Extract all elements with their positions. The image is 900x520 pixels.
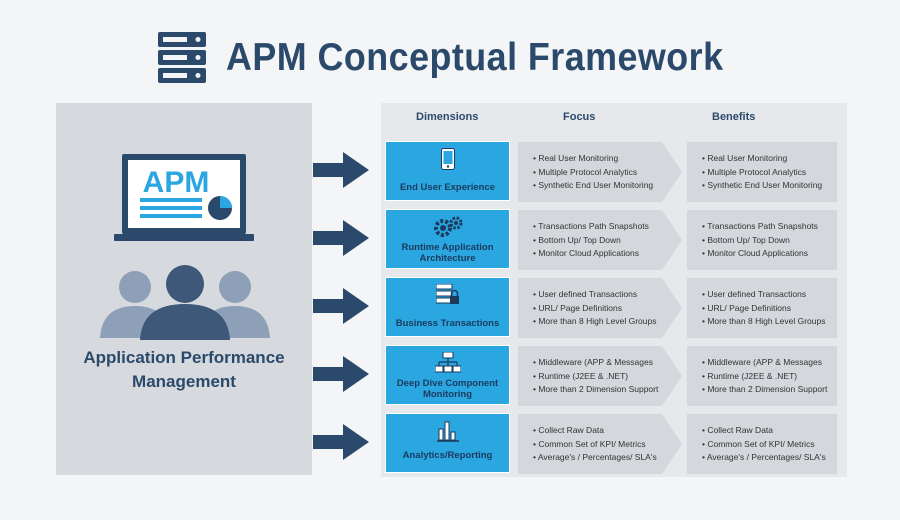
- benefits-box: [687, 142, 837, 202]
- benefits-list: • Collect Raw Data • Common Set of KPI/ …: [702, 425, 826, 462]
- focus-item: Average's / Percentages/ SLA's: [537, 452, 657, 462]
- benefit-item: User defined Transactions: [707, 289, 807, 299]
- benefits-box: [687, 278, 837, 338]
- arrow-icon: [313, 220, 369, 256]
- focus-item: Transactions Path Snapshots: [538, 221, 649, 231]
- focus-chevron: [518, 210, 682, 270]
- dimension-deep-dive-component-monitoring: Deep Dive Component Monitoring: [385, 345, 510, 405]
- focus-chevron: [518, 414, 682, 474]
- title-row: APM Conceptual Framework: [158, 30, 767, 86]
- focus-item: Multiple Protocol Analytics: [538, 166, 638, 177]
- apm-full-name: Application Performance Management: [56, 346, 312, 394]
- focus-item: User defined Transactions: [538, 289, 638, 299]
- dimension-label: Business Transactions: [395, 318, 500, 329]
- header-benefits: Benefits: [712, 111, 756, 123]
- focus-item: Common Set of KPI/ Metrics: [538, 438, 646, 449]
- benefit-item: Common Set of KPI/ Metrics: [707, 438, 815, 449]
- dimension-label-line2: Monitoring: [422, 389, 473, 400]
- benefit-item: Synthetic End User Monitoring: [707, 180, 823, 190]
- laptop-screen-text: APM: [143, 166, 210, 199]
- benefit-item: More than 2 Dimension Support: [707, 384, 828, 394]
- page-title: APM Conceptual Framework: [226, 36, 724, 79]
- focus-item: More than 2 Dimension Support: [538, 384, 659, 394]
- benefit-item: Monitor Cloud Applications: [707, 248, 808, 258]
- benefit-item: Multiple Protocol Analytics: [707, 166, 807, 177]
- benefits-box: [687, 210, 837, 270]
- benefit-item: Middleware (APP & Messages: [707, 357, 822, 367]
- focus-item: Monitor Cloud Applications: [538, 248, 639, 258]
- focus-item: URL/ Page Definitions: [538, 302, 622, 313]
- dimension-label-line1: Deep Dive Component: [396, 378, 499, 389]
- benefit-item: Collect Raw Data: [707, 425, 774, 435]
- benefit-item: More than 8 High Level Groups: [707, 316, 826, 326]
- benefits-list: • Middleware (APP & Messages • Runtime (…: [702, 357, 828, 394]
- header-focus: Focus: [563, 111, 596, 123]
- hierarchy-icon: [434, 352, 461, 373]
- server-lock-icon: [435, 284, 459, 304]
- benefits-list: • Transactions Path Snapshots • Bottom U…: [702, 221, 818, 258]
- focus-item: Bottom Up/ Top Down: [538, 234, 621, 245]
- arrow-icon: [313, 152, 369, 188]
- focus-list: • Middleware (APP & Messages • Runtime (…: [533, 357, 659, 394]
- apm-name-line1: Application Performance: [83, 348, 285, 367]
- dimension-label: Analytics/Reporting: [402, 450, 493, 461]
- dimension-label-line1: Runtime Application: [401, 242, 494, 253]
- server-icon: [158, 32, 206, 83]
- apm-name-line2: Management: [132, 372, 236, 391]
- smartphone-icon: [440, 148, 455, 170]
- dimension-business-transactions: Business Transactions: [385, 277, 510, 337]
- benefits-box: [687, 346, 837, 406]
- benefits-box: [687, 414, 837, 474]
- gears-icon: [433, 216, 462, 237]
- benefit-item: URL/ Page Definitions: [707, 302, 791, 313]
- dimension-analytics-reporting: Analytics/Reporting: [385, 413, 510, 473]
- focus-item: Collect Raw Data: [538, 425, 605, 435]
- focus-chevron: [518, 278, 682, 338]
- arrow-icon: [313, 288, 369, 324]
- benefit-item: Bottom Up/ Top Down: [707, 234, 790, 245]
- focus-item: Synthetic End User Monitoring: [538, 180, 654, 190]
- dimension-label: End User Experience: [399, 182, 496, 193]
- benefits-list: • User defined Transactions • URL/ Page …: [702, 289, 826, 326]
- benefits-list: • Real User Monitoring • Multiple Protoc…: [702, 153, 823, 190]
- focus-list: • User defined Transactions • URL/ Page …: [533, 289, 657, 326]
- focus-item: Runtime (J2EE & .NET): [538, 370, 629, 381]
- benefit-item: Runtime (J2EE & .NET): [707, 370, 798, 381]
- users-icon: [100, 265, 270, 340]
- dimension-runtime-application-architecture: Runtime Application Architecture: [385, 209, 510, 269]
- dimension-label: Deep Dive Component Monitoring: [388, 378, 507, 400]
- bar-chart-icon: [436, 421, 459, 442]
- benefit-item: Transactions Path Snapshots: [707, 221, 818, 231]
- header-dimensions: Dimensions: [416, 111, 479, 123]
- focus-chevron: [518, 346, 682, 406]
- focus-item: Real User Monitoring: [538, 153, 619, 163]
- focus-chevron: [518, 142, 682, 202]
- focus-list: • Real User Monitoring • Multiple Protoc…: [533, 153, 654, 190]
- dimension-label: Runtime Application Architecture: [388, 242, 507, 264]
- benefit-item: Average's / Percentages/ SLA's: [706, 452, 826, 462]
- focus-item: Middleware (APP & Messages: [538, 357, 653, 367]
- dimension-end-user-experience: End User Experience: [385, 141, 510, 201]
- laptop-icon: APM: [114, 154, 254, 241]
- focus-list: • Collect Raw Data • Common Set of KPI/ …: [533, 425, 657, 462]
- arrow-icon: [313, 356, 369, 392]
- dimension-label-line2: Architecture: [419, 253, 476, 264]
- focus-item: More than 8 High Level Groups: [538, 316, 657, 326]
- arrow-icon: [313, 424, 369, 460]
- benefit-item: Real User Monitoring: [707, 153, 788, 163]
- focus-list: • Transactions Path Snapshots • Bottom U…: [533, 221, 649, 258]
